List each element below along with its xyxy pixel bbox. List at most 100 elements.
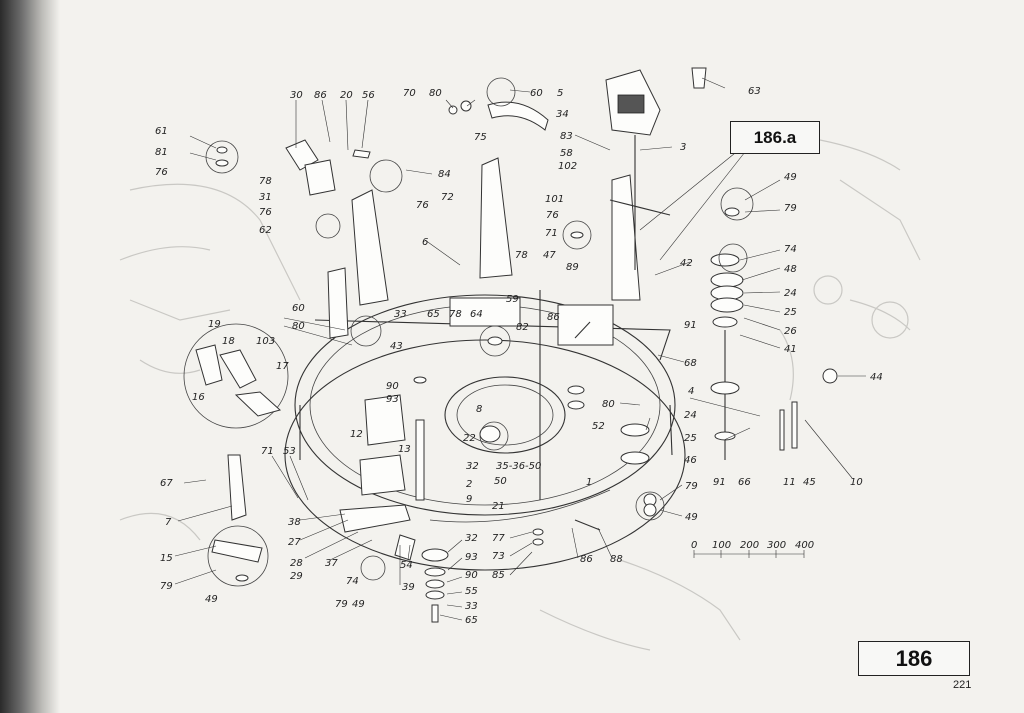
callout-label: 13	[398, 444, 411, 455]
callout-label: 5	[557, 88, 563, 99]
callout-label: 73	[492, 551, 505, 562]
callout-label: 103	[256, 336, 275, 347]
callout-label: 43	[390, 341, 403, 352]
leader-lines	[174, 77, 866, 621]
callout-label: 91	[684, 320, 697, 331]
scale-tick-label: 200	[740, 540, 759, 551]
callout-label: 47	[543, 250, 556, 261]
detail-circles	[183, 77, 754, 587]
callout-label: 42	[680, 258, 693, 269]
callout-label: 10	[850, 477, 863, 488]
callout-label: 8	[476, 404, 482, 415]
callout-label: 86	[547, 312, 560, 323]
callout-label: 72	[441, 192, 454, 203]
callout-label: 76	[155, 167, 168, 178]
callout-label: 71	[261, 446, 274, 457]
callout-label: 55	[465, 586, 478, 597]
drive-unit	[605, 69, 671, 270]
callout-label: 31	[259, 192, 272, 203]
callout-label: 59	[506, 294, 519, 305]
callout-label: 80	[602, 399, 615, 410]
callout-label: 62	[259, 225, 272, 236]
callout-label: 85	[492, 570, 505, 581]
scale-tick-label: 0	[691, 540, 697, 551]
callout-label: 90	[386, 381, 399, 392]
callout-label: 56	[362, 90, 375, 101]
callout-label: 4	[688, 386, 694, 397]
callout-label: 66	[738, 477, 751, 488]
callout-label: 33	[394, 309, 407, 320]
callout-label: 24	[784, 288, 797, 299]
scale-tick-label: 100	[712, 540, 731, 551]
callout-label: 80	[292, 321, 305, 332]
callout-label: 79	[160, 581, 173, 592]
callout-label: 74	[784, 244, 797, 255]
callout-label: 53	[283, 446, 296, 457]
callout-label: 84	[438, 169, 451, 180]
callout-label: 15	[160, 553, 173, 564]
callout-label: 54	[400, 560, 413, 571]
scale-tick-label: 400	[795, 540, 814, 551]
loose-parts	[227, 67, 838, 623]
callout-label: 30	[290, 90, 303, 101]
callout-label: 78	[515, 250, 528, 261]
figure-number-box: 186	[858, 641, 970, 676]
callout-label: 82	[516, 322, 529, 333]
callout-label: 79	[685, 481, 698, 492]
callout-label: 78	[259, 176, 272, 187]
callout-label: 32	[466, 461, 479, 472]
callout-label: 68	[684, 358, 697, 369]
callout-label: 86	[580, 554, 593, 565]
book-spine-shadow	[0, 0, 60, 713]
callout-label: 32	[465, 533, 478, 544]
callout-label: 39	[402, 582, 415, 593]
callout-label: 49	[784, 172, 797, 183]
vertical-posts	[327, 157, 641, 339]
callout-label: 44	[870, 372, 883, 383]
callout-label: 63	[748, 86, 761, 97]
bearing-stack	[710, 207, 744, 460]
callout-label: 74	[346, 576, 359, 587]
callout-label: 28	[290, 558, 303, 569]
callout-label: 6	[422, 237, 428, 248]
callout-label: 19	[208, 319, 221, 330]
callout-label: 70	[403, 88, 416, 99]
callout-label: 102	[558, 161, 577, 172]
callout-label: 49	[205, 594, 218, 605]
background-ghost-drawing	[119, 139, 921, 651]
callout-label: 16	[192, 392, 205, 403]
callout-label: 12	[350, 429, 363, 440]
callout-label: 60	[530, 88, 543, 99]
callout-label: 27	[288, 537, 301, 548]
callout-label: 101	[545, 194, 564, 205]
callout-label: 20	[340, 90, 353, 101]
main-ring-frame	[284, 294, 686, 571]
callout-label: 38	[288, 517, 301, 528]
callout-label: 2	[466, 479, 472, 490]
callout-label: 76	[416, 200, 429, 211]
callout-label: 75	[474, 132, 487, 143]
callout-label: 65	[465, 615, 478, 626]
callout-label: 76	[259, 207, 272, 218]
callout-label: 25	[684, 433, 697, 444]
callout-label: 49	[352, 599, 365, 610]
callout-label: 35-36-50	[496, 461, 541, 472]
callout-label: 7	[165, 517, 172, 528]
callout-label: 17	[276, 361, 289, 372]
callout-label: 9	[466, 494, 472, 505]
callout-label: 1	[586, 477, 592, 488]
page-number: 221	[953, 679, 972, 691]
callout-label: 50	[494, 476, 507, 487]
callout-label: 90	[465, 570, 478, 581]
callout-label: 34	[556, 109, 569, 120]
callout-label: 79	[784, 203, 797, 214]
callout-label: 18	[222, 336, 235, 347]
callout-label: 83	[560, 131, 573, 142]
subassembly-label-box: 186.a	[730, 121, 820, 154]
callout-label: 11	[783, 477, 796, 488]
scale-tick-label: 300	[767, 540, 786, 551]
callout-label: 88	[610, 554, 623, 565]
callout-label: 64	[470, 309, 483, 320]
callout-label: 61	[155, 126, 168, 137]
